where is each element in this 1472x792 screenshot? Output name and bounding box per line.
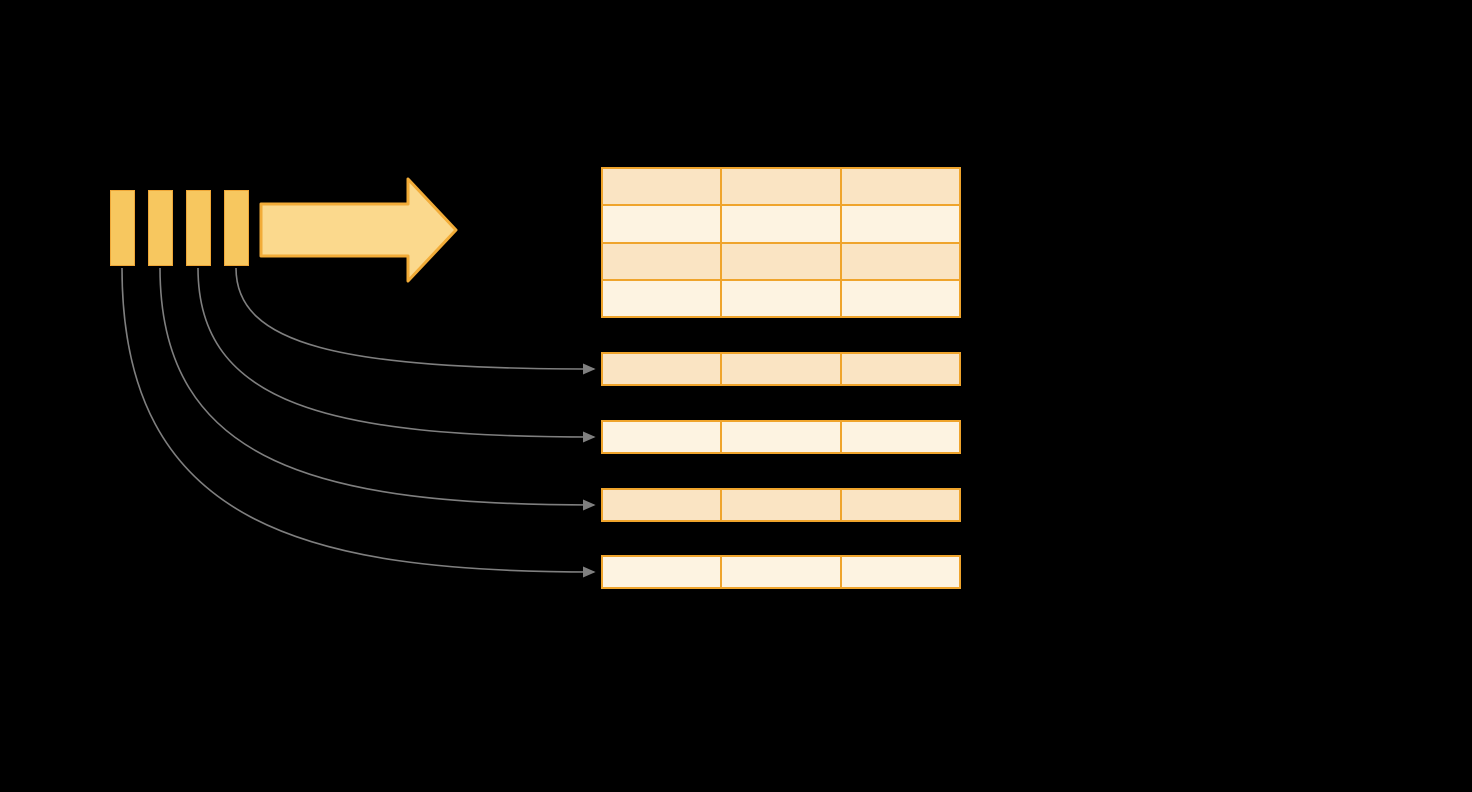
row-table-1 [601, 352, 961, 386]
table-cell [841, 422, 959, 452]
table-cell [722, 490, 842, 520]
record-bar-3 [186, 190, 211, 266]
table-cell [722, 280, 842, 316]
row-table-2 [601, 420, 961, 454]
table-cell [722, 354, 842, 384]
row-table-3 [601, 488, 961, 522]
batch-table-row-4 [603, 280, 959, 316]
flow-arrow-icon [259, 177, 458, 283]
table-cell [722, 422, 842, 452]
table-cell [841, 169, 959, 205]
table-cell [722, 169, 842, 205]
record-bar-1 [110, 190, 135, 266]
row-table-4 [601, 555, 961, 589]
table-cell [841, 557, 959, 587]
table-cell [603, 169, 723, 205]
table-cell [603, 557, 723, 587]
table-cell [841, 206, 959, 242]
table-cell [603, 422, 723, 452]
batch-table-row-3 [603, 243, 959, 281]
table-cell [841, 243, 959, 279]
record-bar-2 [148, 190, 173, 266]
batch-table-row-1 [603, 169, 959, 207]
table-cell [603, 280, 723, 316]
batch-table-row-2 [603, 206, 959, 244]
table-cell [603, 490, 723, 520]
record-bar-4 [224, 190, 249, 266]
table-cell [722, 206, 842, 242]
table-cell [841, 280, 959, 316]
connector-bar3-to-row2 [197, 267, 596, 443]
connector-bar2-to-row3 [159, 267, 596, 511]
table-cell [603, 354, 723, 384]
table-cell [603, 206, 723, 242]
table-cell [841, 354, 959, 384]
table-cell [841, 490, 959, 520]
table-cell [722, 557, 842, 587]
batch-table [601, 167, 961, 318]
table-cell [722, 243, 842, 279]
connector-bar1-to-row4 [121, 267, 596, 578]
table-cell [603, 243, 723, 279]
